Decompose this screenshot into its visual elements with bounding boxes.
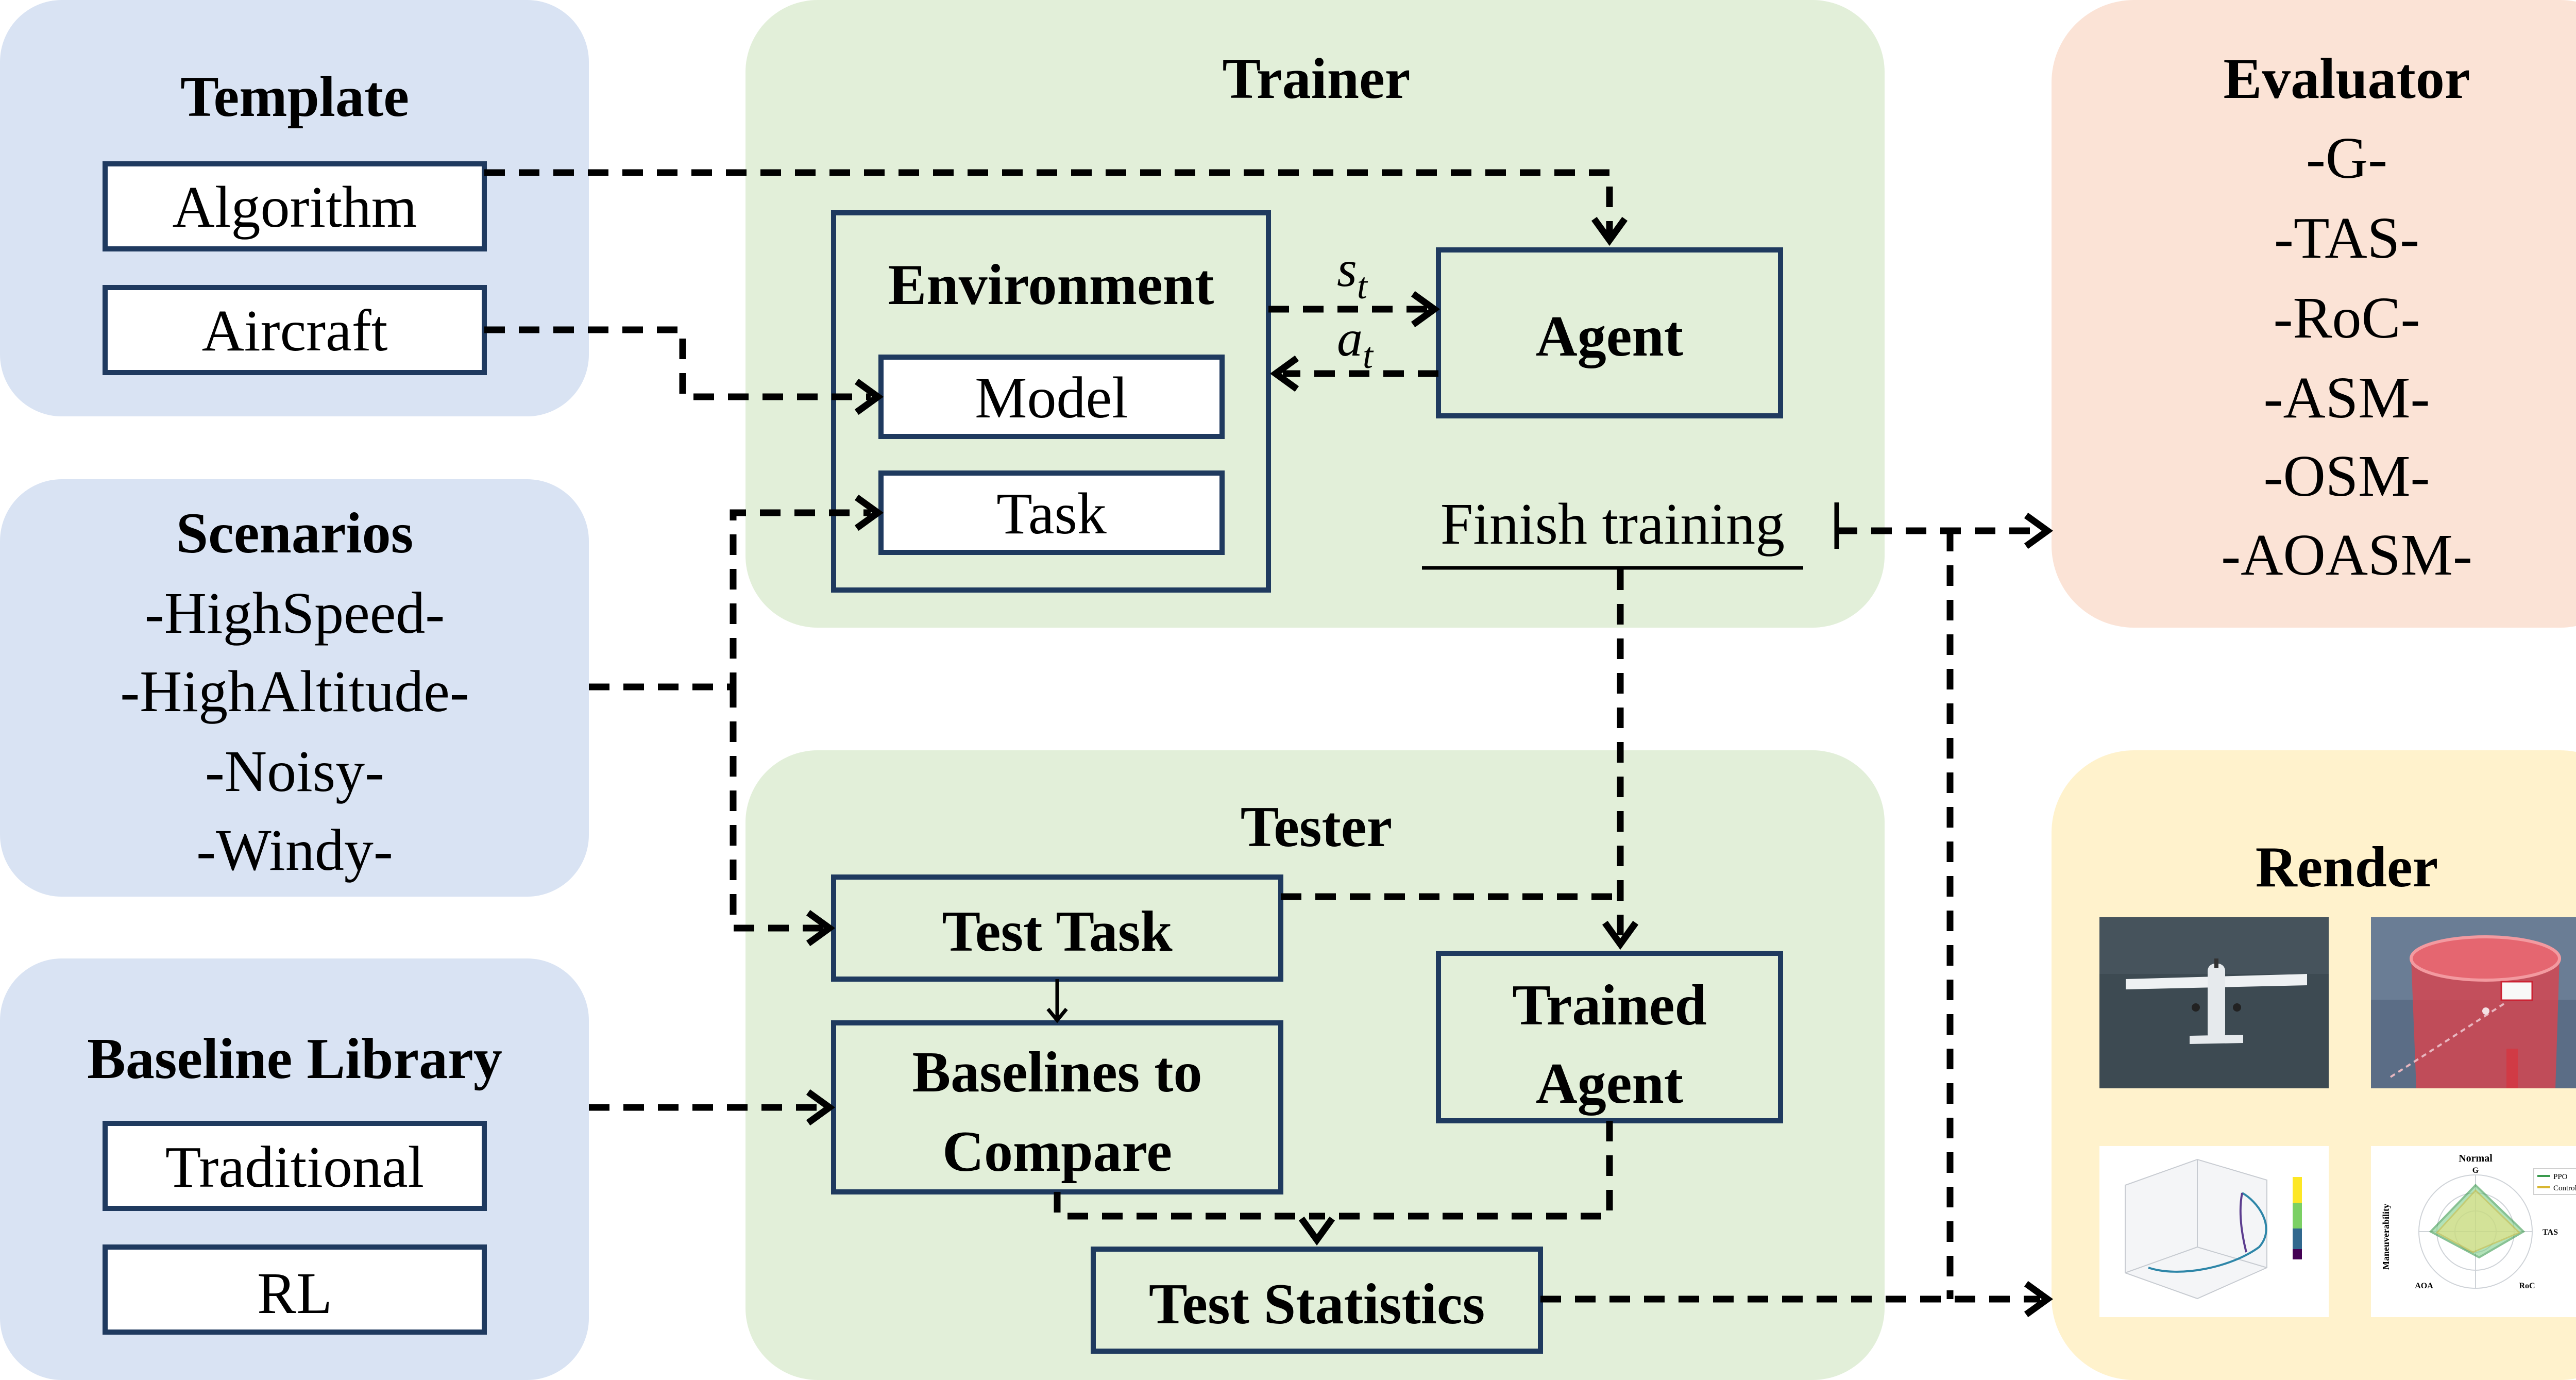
trained-agent-label-line1: Trained xyxy=(1512,973,1707,1037)
aircraft-to-model-connector xyxy=(484,326,871,400)
trained-agent-label-line2: Agent xyxy=(1536,1052,1683,1116)
tester-title: Tester xyxy=(1241,795,1392,859)
radar-label-tas: TAS xyxy=(2543,1228,2558,1237)
scenario-high-altitude: -HighAltitude- xyxy=(120,659,469,724)
action-arrowhead xyxy=(1269,355,1299,392)
scenarios-to-task-connector xyxy=(589,509,871,691)
scenarios-title: Scenarios xyxy=(176,501,413,565)
baselines-to-statistics-connector xyxy=(1054,1192,1317,1220)
aircraft-render-thumbnail xyxy=(2099,917,2329,1088)
agent-label: Agent xyxy=(1536,305,1683,368)
scenarios-to-test-task-arrowhead xyxy=(806,910,836,947)
algorithm-to-agent-connector xyxy=(484,169,1613,234)
radar-label-aoa: AOA xyxy=(2415,1282,2433,1290)
scenarios-panel xyxy=(0,479,589,897)
scenario-windy: -Windy- xyxy=(196,817,393,883)
evaluator-item-asm: -ASM- xyxy=(2263,365,2430,430)
statistics-to-render-arrowhead xyxy=(2024,1281,2054,1318)
radar-legend-control: Control xyxy=(2553,1184,2576,1192)
baselines-label-line1: Baselines to xyxy=(912,1040,1202,1104)
algorithm-box[interactable] xyxy=(103,161,487,251)
evaluator-item-tas: -TAS- xyxy=(2274,205,2419,271)
trainer-title: Trainer xyxy=(1223,47,1411,111)
aircraft-box[interactable] xyxy=(103,285,487,375)
tester-panel xyxy=(745,750,1885,1380)
test-statistics-label: Test Statistics xyxy=(1149,1272,1485,1336)
action-symbol: at xyxy=(1337,310,1374,376)
state-arrowhead xyxy=(1411,291,1440,328)
radar-title: Normal xyxy=(2459,1153,2493,1164)
evaluator-title: Evaluator xyxy=(2223,47,2470,111)
finish-training-label: Finish training xyxy=(1440,491,1785,557)
radar-chart-thumbnail: Normal Maneuverability G TAS RoC AOA PPO… xyxy=(2371,1146,2576,1317)
model-label: Model xyxy=(975,365,1128,430)
target-render-thumbnail xyxy=(2371,917,2576,1088)
evaluator-item-g: -G- xyxy=(2306,125,2387,191)
template-title: Template xyxy=(180,65,409,129)
radar-axis-label: Maneuverability xyxy=(2381,1204,2391,1270)
test-task-to-baselines-arrowhead xyxy=(1046,1007,1068,1023)
evaluator-item-aoasm: -AOASM- xyxy=(2221,522,2472,587)
render-title: Render xyxy=(2256,835,2438,899)
environment-title: Environment xyxy=(888,253,1214,317)
to-statistics-arrowhead xyxy=(1298,1216,1335,1246)
evaluator-panel xyxy=(2052,0,2576,628)
algorithm-to-agent-arrowhead xyxy=(1591,216,1628,246)
finish-to-trained-agent-arrowhead xyxy=(1602,920,1639,950)
traditional-label: Traditional xyxy=(165,1134,424,1200)
scenarios-to-test-task-connector xyxy=(730,687,823,932)
radar-label-g: G xyxy=(2472,1166,2479,1175)
aircraft-label: Aircraft xyxy=(202,298,388,363)
algorithm-label: Algorithm xyxy=(173,174,417,240)
radar-legend-ppo: PPO xyxy=(2553,1173,2568,1181)
aircraft-to-model-arrowhead xyxy=(854,378,884,415)
task-label: Task xyxy=(996,481,1107,546)
traditional-box[interactable] xyxy=(103,1121,487,1211)
agent-box[interactable] xyxy=(1436,247,1783,418)
trajectory-plot-thumbnail xyxy=(2099,1146,2329,1317)
state-symbol: st xyxy=(1337,240,1368,307)
scenario-high-speed: -HighSpeed- xyxy=(145,580,445,646)
baseline-library-title: Baseline Library xyxy=(87,1027,502,1091)
environment-box[interactable] xyxy=(831,210,1271,593)
finish-to-evaluator-arrowhead xyxy=(2024,512,2054,549)
rl-label: RL xyxy=(257,1260,332,1326)
trained-agent-to-statistics-connector xyxy=(1317,1121,1613,1220)
scenario-noisy: -Noisy- xyxy=(205,738,384,804)
evaluator-item-osm: -OSM- xyxy=(2263,443,2430,509)
baselines-label-line2: Compare xyxy=(942,1120,1172,1184)
scenarios-to-task-arrowhead xyxy=(854,494,884,531)
baseline-library-to-baselines-arrowhead xyxy=(806,1089,836,1126)
radar-label-roc: RoC xyxy=(2519,1282,2535,1290)
test-task-label: Test Task xyxy=(942,900,1173,964)
evaluator-item-roc: -RoC- xyxy=(2274,285,2420,350)
rl-box[interactable] xyxy=(103,1244,487,1335)
